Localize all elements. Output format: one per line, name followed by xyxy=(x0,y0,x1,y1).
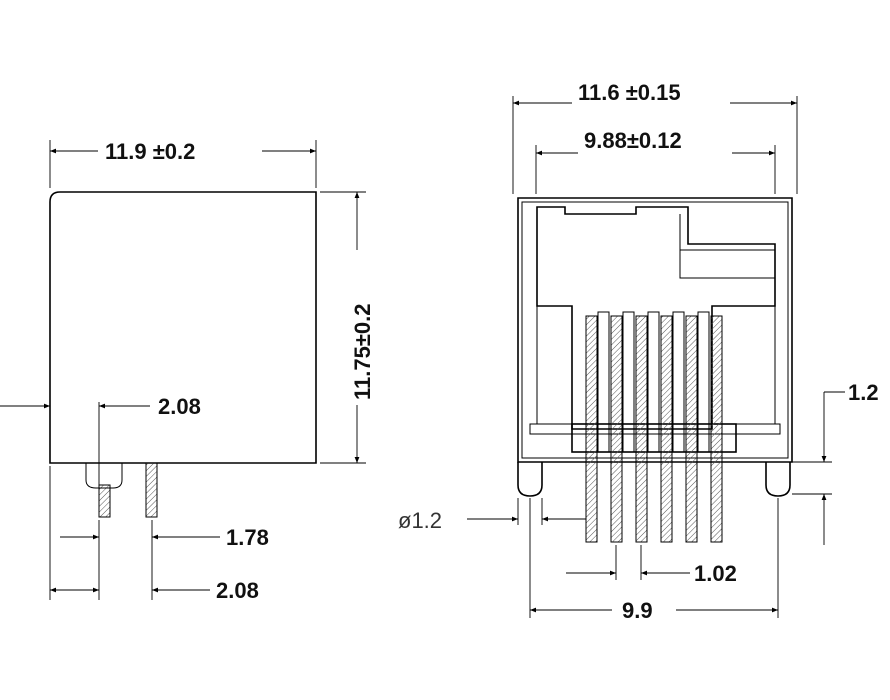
side-view: 11.9 ±0.2 11.75±0.2 2.08 1.78 2.08 xyxy=(0,139,375,603)
front-post-diameter-label: ø1.2 xyxy=(398,508,442,533)
side-body-outline xyxy=(49,191,317,464)
side-pin-pitch-label: 1.78 xyxy=(226,525,269,550)
side-pin-left xyxy=(98,484,111,518)
side-pin-span-label: 2.08 xyxy=(216,578,259,603)
side-height-label: 11.75±0.2 xyxy=(350,304,375,401)
front-pin-span-label: 9.9 xyxy=(622,598,653,623)
side-pin-left-shoulder xyxy=(85,463,123,489)
front-plug-opening xyxy=(536,206,776,430)
front-housing-outline xyxy=(517,197,793,463)
front-view: 11.6 ±0.15 9.88±0.12 1.2 ø1.2 1.02 9.9 xyxy=(398,80,879,623)
front-pin-pitch-label: 1.02 xyxy=(694,561,737,586)
side-pin-right xyxy=(145,462,158,518)
front-outer-width-label: 11.6 ±0.15 xyxy=(578,80,681,105)
front-housing-inner-frame xyxy=(521,201,789,459)
front-standoff-label: 1.2 xyxy=(848,380,879,405)
front-post-left xyxy=(517,462,543,497)
side-pin-offset-label: 2.08 xyxy=(158,394,201,419)
side-width-label: 11.9 ±0.2 xyxy=(105,139,195,164)
front-post-right xyxy=(765,462,791,497)
front-inner-width-label: 9.88±0.12 xyxy=(584,128,682,153)
front-contacts xyxy=(585,311,723,543)
